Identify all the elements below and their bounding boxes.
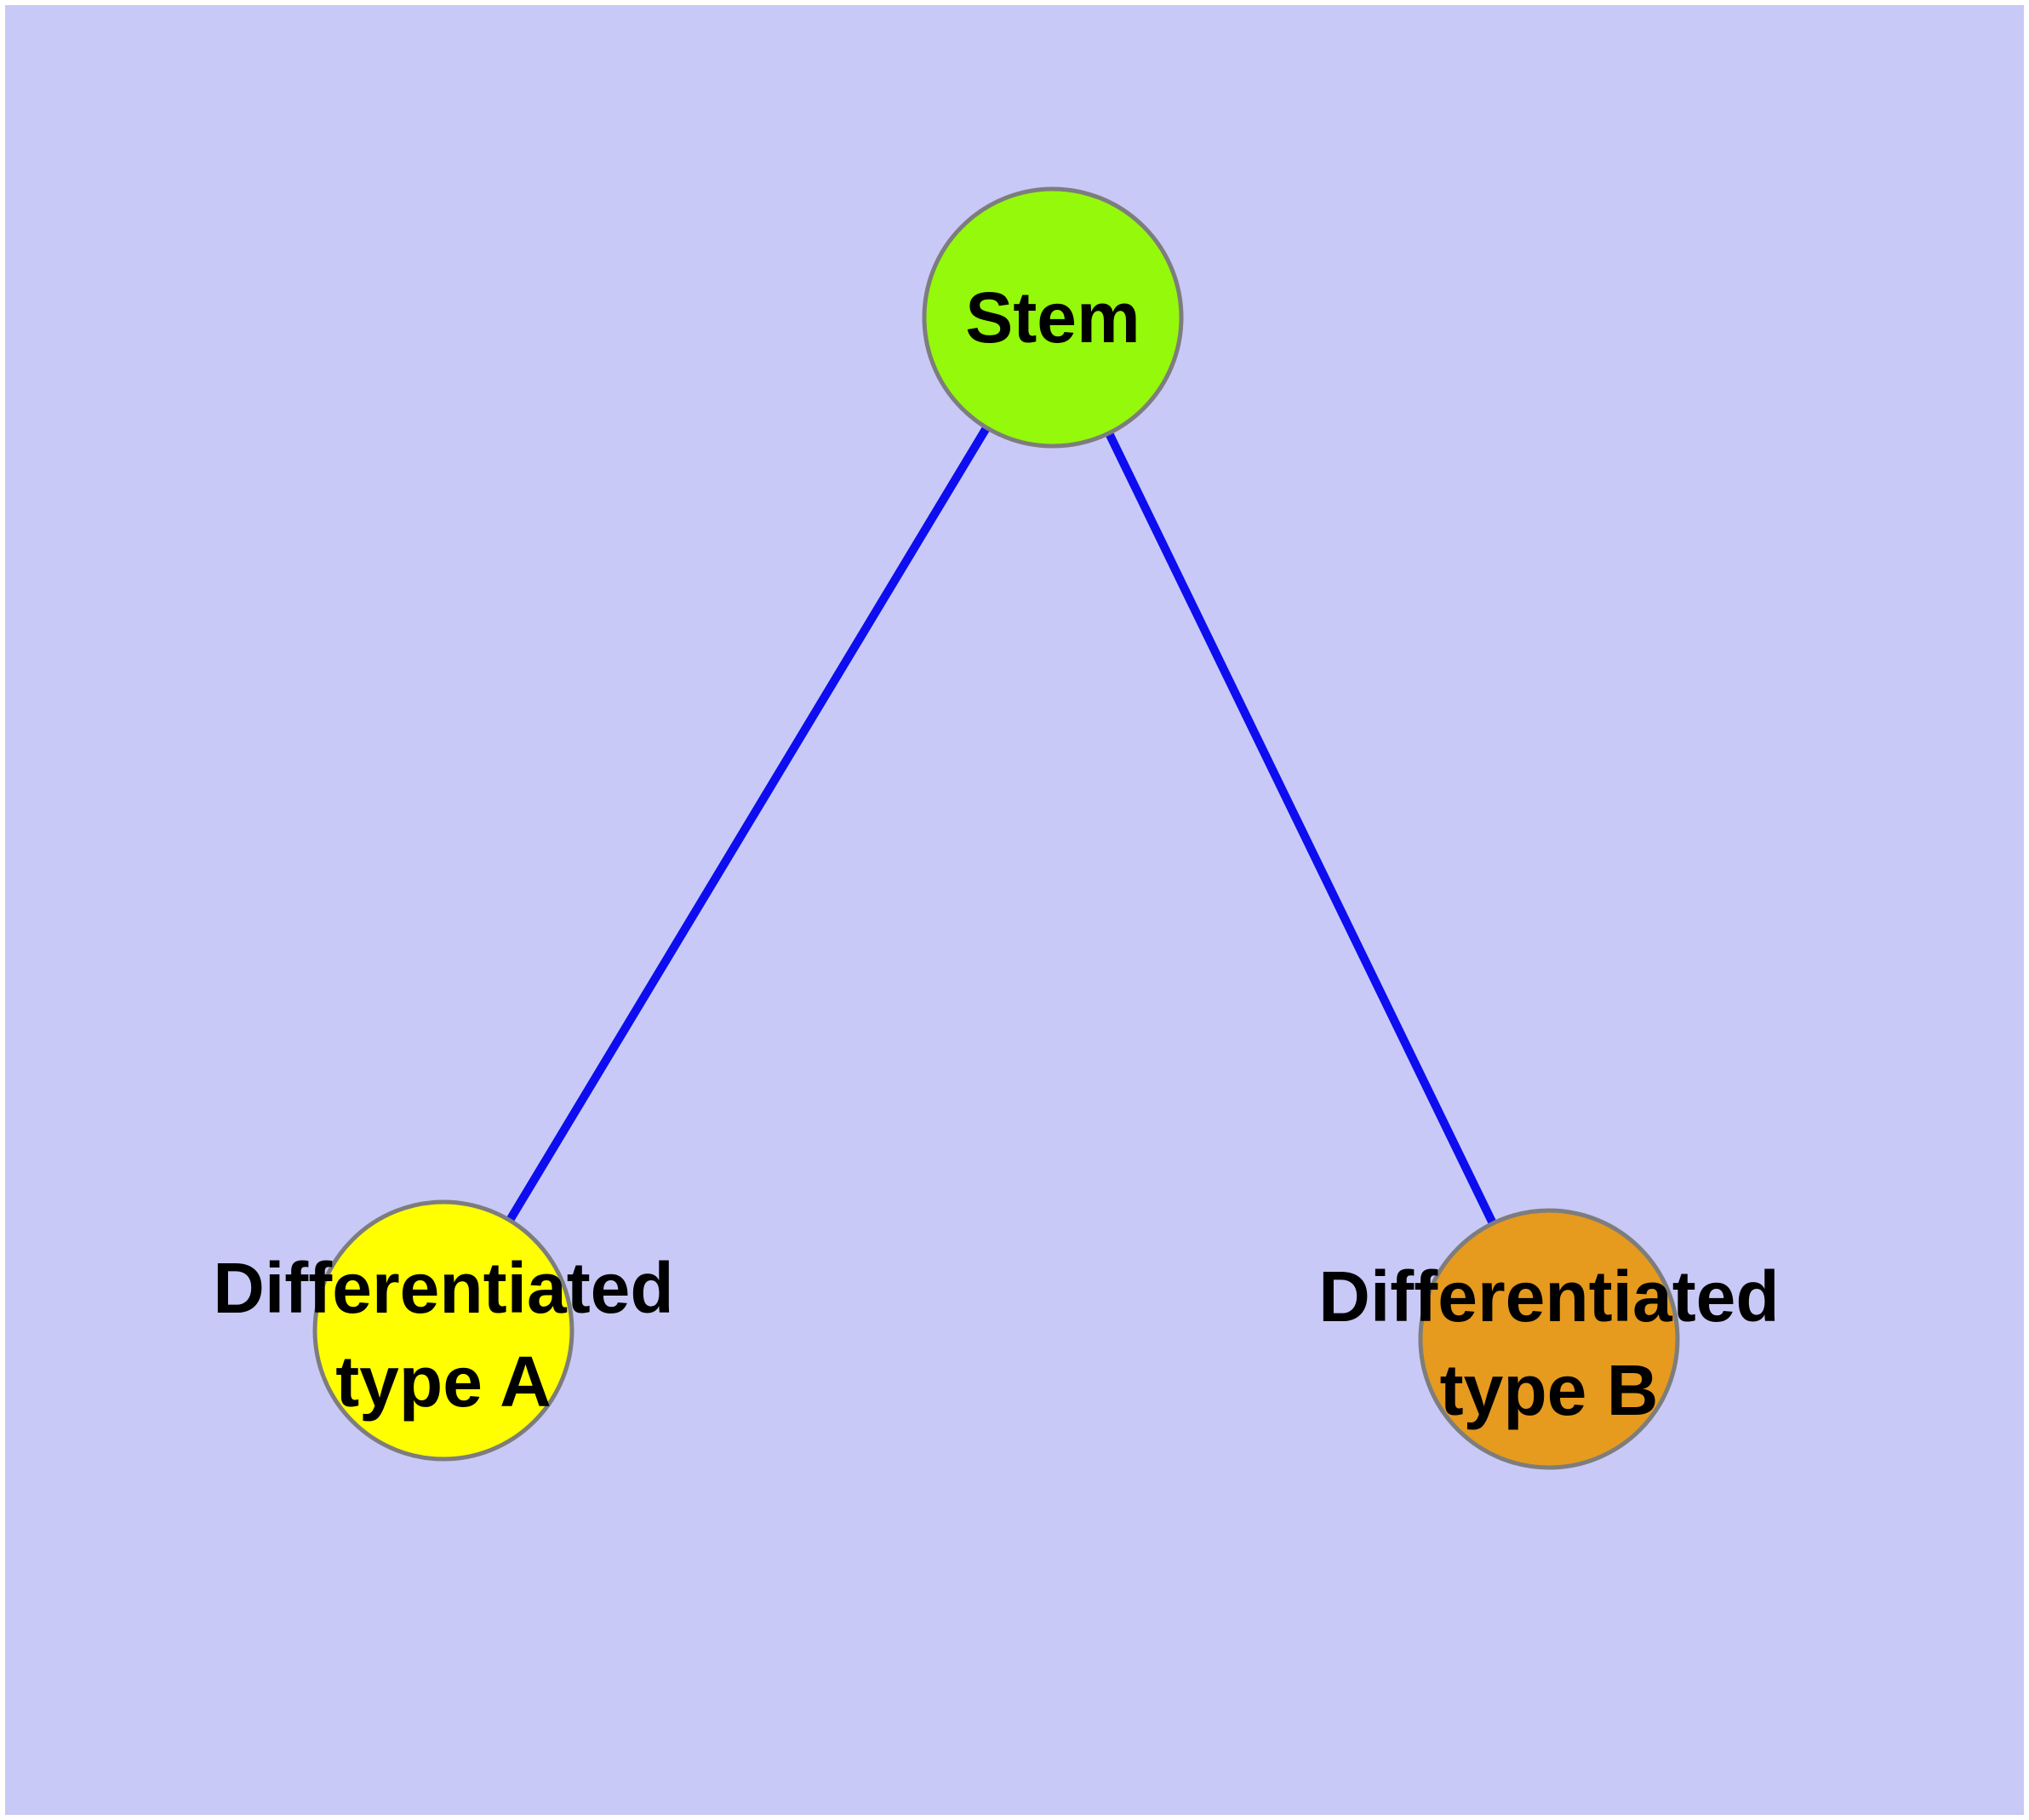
- node-stem[interactable]: [922, 186, 1184, 449]
- node-differentiated-type-b[interactable]: [1418, 1208, 1680, 1470]
- node-differentiated-type-a[interactable]: [312, 1199, 574, 1462]
- edge-stem-to-type-b: [1049, 313, 1553, 1343]
- edge-stem-to-type-a: [439, 313, 1057, 1335]
